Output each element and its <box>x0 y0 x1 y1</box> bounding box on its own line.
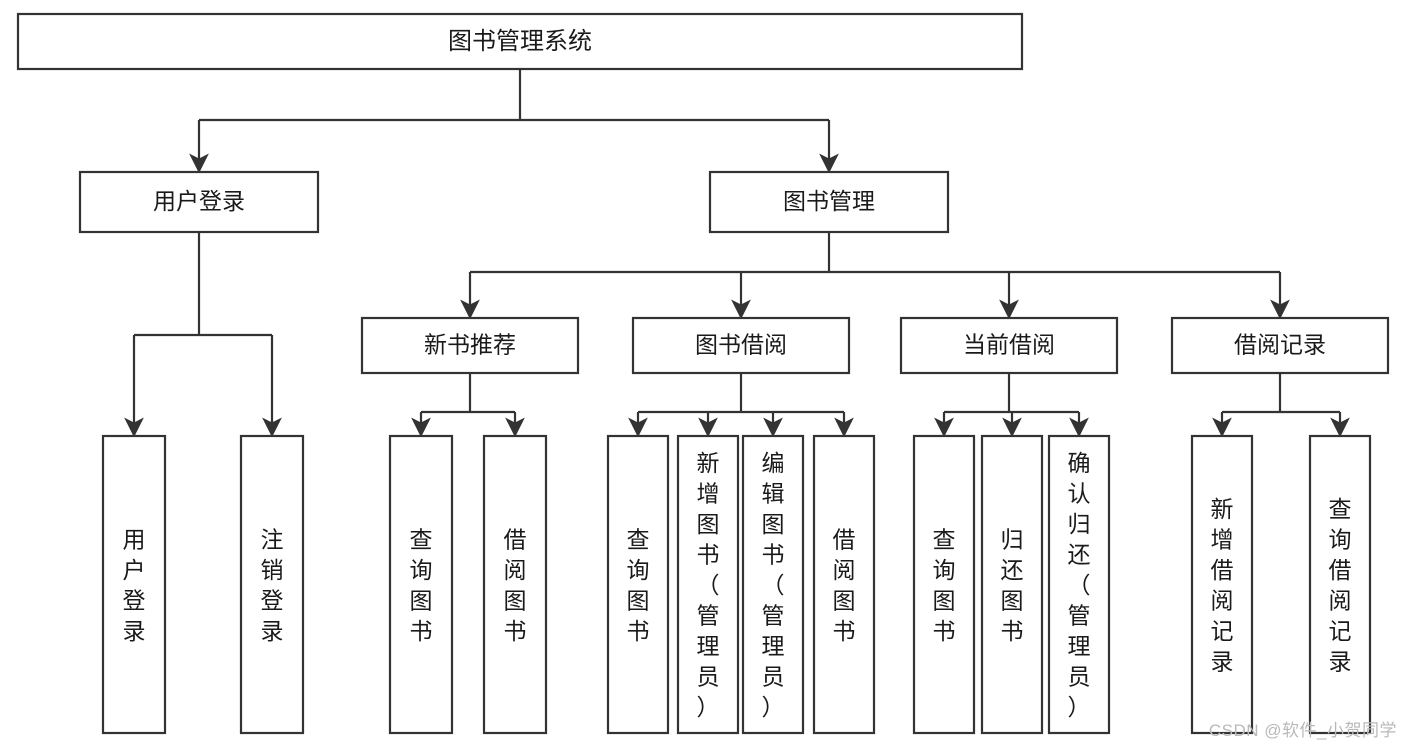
node-box <box>708 170 950 234</box>
node-leaf-query-record[interactable]: 查询借阅记录 <box>1308 434 1372 735</box>
node-box <box>980 434 1044 735</box>
node-box <box>812 434 876 735</box>
edge-group <box>411 373 525 438</box>
edge-group <box>189 69 839 174</box>
node-box <box>606 434 670 735</box>
node-label: 注销登录 <box>261 526 284 644</box>
node-user-login[interactable]: 用户登录 <box>78 170 320 234</box>
edge-group <box>124 232 282 438</box>
node-leaf-query-book-1[interactable]: 查询图书 <box>388 434 454 735</box>
node-leaf-add-book[interactable]: 新增图书（管理员） <box>676 434 740 735</box>
node-label: 图书管理 <box>783 188 875 214</box>
node-leaf-return-book[interactable]: 归还图书 <box>980 434 1044 735</box>
node-label: 确认归还（管理员） <box>1068 450 1091 720</box>
node-label: 查询图书 <box>627 526 650 644</box>
node-box <box>482 434 548 735</box>
node-label: 借阅记录 <box>1234 332 1326 358</box>
watermark-text: CSDN @软件_小贺同学 <box>1208 721 1397 740</box>
node-box <box>741 434 805 735</box>
node-label: 查询借阅记录 <box>1329 496 1352 675</box>
node-label: 借阅图书 <box>833 526 856 644</box>
node-box <box>899 316 1119 375</box>
node-leaf-user-logout[interactable]: 注销登录 <box>239 434 305 735</box>
node-box <box>78 170 320 234</box>
edge-group <box>460 232 1290 320</box>
node-box <box>1190 434 1254 735</box>
node-current-borrow[interactable]: 当前借阅 <box>899 316 1119 375</box>
node-box <box>239 434 305 735</box>
node-leaf-add-record[interactable]: 新增借阅记录 <box>1190 434 1254 735</box>
node-label: 借阅图书 <box>504 526 527 644</box>
node-layer: 图书管理系统用户登录图书管理新书推荐图书借阅当前借阅借阅记录用户登录注销登录查询… <box>16 12 1390 735</box>
node-label: 当前借阅 <box>963 332 1055 358</box>
node-label: 用户登录 <box>153 188 245 214</box>
node-leaf-query-book-3[interactable]: 查询图书 <box>912 434 976 735</box>
node-box <box>676 434 740 735</box>
node-label: 用户登录 <box>123 526 146 644</box>
node-new-book-rec[interactable]: 新书推荐 <box>360 316 580 375</box>
node-label: 新增借阅记录 <box>1211 496 1234 675</box>
node-leaf-user-login[interactable]: 用户登录 <box>101 434 167 735</box>
node-box <box>360 316 580 375</box>
node-leaf-query-book-2[interactable]: 查询图书 <box>606 434 670 735</box>
node-leaf-borrow-book-2[interactable]: 借阅图书 <box>812 434 876 735</box>
node-label: 查询图书 <box>410 526 433 644</box>
edge-group <box>628 373 854 438</box>
edge-group <box>934 373 1089 438</box>
node-box <box>631 316 851 375</box>
node-box <box>1170 316 1390 375</box>
node-label: 新增图书（管理员） <box>697 450 720 720</box>
node-label: 编辑图书（管理员） <box>762 450 785 720</box>
edge-group <box>1212 373 1350 438</box>
node-box <box>101 434 167 735</box>
node-leaf-edit-book[interactable]: 编辑图书（管理员） <box>741 434 805 735</box>
node-box <box>16 12 1024 71</box>
node-label: 新书推荐 <box>424 332 516 358</box>
node-label: 归还图书 <box>1001 526 1024 644</box>
node-box <box>388 434 454 735</box>
node-book-manage[interactable]: 图书管理 <box>708 170 950 234</box>
node-label: 图书管理系统 <box>448 28 592 55</box>
node-box <box>1047 434 1111 735</box>
node-borrow-record[interactable]: 借阅记录 <box>1170 316 1390 375</box>
node-box <box>1308 434 1372 735</box>
node-leaf-borrow-book-1[interactable]: 借阅图书 <box>482 434 548 735</box>
node-label: 图书借阅 <box>695 332 787 358</box>
node-box <box>912 434 976 735</box>
node-label: 查询图书 <box>933 526 956 644</box>
node-root[interactable]: 图书管理系统 <box>16 12 1024 71</box>
node-book-borrow[interactable]: 图书借阅 <box>631 316 851 375</box>
edge-layer <box>124 69 1350 438</box>
node-leaf-confirm-return[interactable]: 确认归还（管理员） <box>1047 434 1111 735</box>
